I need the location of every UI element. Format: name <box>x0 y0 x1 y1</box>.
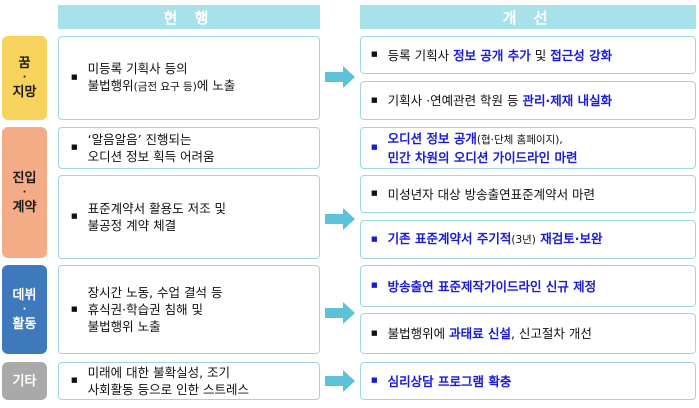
current-item-1-line2b: (금전 요구 등) <box>133 81 197 93</box>
bullet-icon: ■ <box>371 376 378 384</box>
improve-item-3-note: (협·단체 홈페이지), <box>476 134 563 146</box>
category-debut: 데뷔 · 활동 <box>2 265 47 354</box>
bullet-icon: ■ <box>371 143 378 151</box>
bullet-icon: ■ <box>371 234 378 243</box>
improve-item-1-text: 등록 기획사 <box>387 47 454 63</box>
bullet-icon: ■ <box>71 376 78 384</box>
improve-item-3: ■ 오디션 정보 공개(협·단체 홈페이지), 민간 차원의 오디션 가이드라인… <box>360 127 696 169</box>
improve-item-6-highlight: 방송출연 표준제작가이드라인 신규 제정 <box>387 278 597 294</box>
bullet-icon: ■ <box>371 189 378 197</box>
arrow-right-icon <box>325 370 355 392</box>
current-item-3-line2: 불공정 계약 체결 <box>87 218 177 233</box>
improve-item-4: ■ 미성년자 대상 방송출연표준계약서 마련 <box>360 175 696 213</box>
improve-item-6: ■ 방송출연 표준제작가이드라인 신규 제정 <box>360 265 696 307</box>
bullet-icon: ■ <box>71 304 78 313</box>
bullet-icon: ■ <box>71 212 78 220</box>
arrow-right-icon <box>325 66 355 88</box>
current-item-3: ■ 표준계약서 활용도 저조 및 불공정 계약 체결 <box>58 175 320 259</box>
improve-item-2-text: 기획사 ·연예관련 학원 등 <box>387 93 523 108</box>
improve-item-2: ■ 기획사 ·연예관련 학원 등 관리·제재 내실화 <box>360 81 696 120</box>
category-dream: 꿈 · 지망 <box>2 36 47 120</box>
improve-item-3-line2: 민간 차원의 오디션 가이드라인 마련 <box>387 150 578 165</box>
bullet-icon: ■ <box>371 281 378 289</box>
current-item-2-line1: ‘알음알음’ 진행되는 <box>87 132 192 147</box>
current-item-4-line2: 휴식권·학습권 침해 및 <box>87 302 204 317</box>
category-dream-line1: 꿈 <box>18 56 31 71</box>
current-item-5-line1: 미래에 대한 불확실성, 조기 <box>87 365 231 380</box>
header-current: 현 행 <box>58 5 320 29</box>
improve-item-7: ■ 불법행위에 과태료 신설, 신고절차 개선 <box>360 313 696 354</box>
improve-item-5-highlight-2: 재검토·보완 <box>535 231 603 246</box>
category-entry-sep: · <box>22 186 27 198</box>
category-entry-line1: 진입 <box>12 170 37 186</box>
arrow-right-icon <box>325 302 355 324</box>
improve-item-4-text: 미성년자 대상 방송출연표준계약서 마련 <box>387 186 596 202</box>
category-debut-sep: · <box>22 303 27 315</box>
bullet-icon: ■ <box>71 143 78 151</box>
improve-item-5: ■ 기존 표준계약서 주기적(3년) 재검토·보완 <box>360 220 696 259</box>
current-item-5-line2: 사회활동 등으로 인한 스트레스 <box>87 382 250 397</box>
improve-item-5-note: (3년) <box>511 234 536 246</box>
current-item-1: ■ 미등록 기획사 등의 불법행위(금전 요구 등)에 노출 <box>58 36 320 120</box>
current-item-4: ■ 장시간 노동, 수업 결석 등 휴식권·학습권 침해 및 불법행위 노출 <box>58 265 320 354</box>
improve-item-5-highlight-1: 기존 표준계약서 주기적 <box>387 231 512 246</box>
improve-item-8: ■ 심리상담 프로그램 확충 <box>360 362 696 400</box>
bullet-icon: ■ <box>71 73 78 81</box>
improve-item-1-highlight-1: 정보 공개 추가 <box>453 47 531 63</box>
bullet-icon: ■ <box>371 328 378 337</box>
current-item-3-line1: 표준계약서 활용도 저조 및 <box>87 201 227 216</box>
improve-item-1: ■ 등록 기획사 정보 공개 추가 및 접근성 강화 <box>360 36 696 74</box>
current-item-1-line2a: 불법행위 <box>87 78 134 93</box>
improve-item-7-text: 불법행위에 <box>387 326 450 341</box>
current-item-5: ■ 미래에 대한 불확실성, 조기 사회활동 등으로 인한 스트레스 <box>58 362 320 400</box>
category-entry: 진입 · 계약 <box>2 127 47 258</box>
current-item-1-line2c: 에 노출 <box>196 78 236 93</box>
category-etc-line1: 기타 <box>12 373 37 389</box>
bullet-icon: ■ <box>371 50 378 58</box>
current-item-4-line3: 불법행위 노출 <box>87 319 161 334</box>
category-dream-sep: · <box>22 72 27 83</box>
category-debut-line2: 활동 <box>12 316 37 332</box>
improve-item-7-tail: , 신고절차 개선 <box>510 326 592 341</box>
category-entry-line2: 계약 <box>12 199 37 215</box>
improve-item-1-conj: 및 <box>530 47 551 63</box>
header-improvement: 개 선 <box>360 5 696 29</box>
current-item-2-line2: 오디션 정보 획득 어려움 <box>87 149 215 164</box>
improve-item-8-highlight: 심리상담 프로그램 확충 <box>387 373 512 389</box>
current-item-1-line1: 미등록 기획사 등의 <box>87 61 188 76</box>
improve-item-3-highlight: 오디션 정보 공개 <box>387 131 477 146</box>
category-etc: 기타 <box>2 362 47 400</box>
current-item-2: ■ ‘알음알음’ 진행되는 오디션 정보 획득 어려움 <box>58 127 320 169</box>
bullet-icon: ■ <box>371 95 378 104</box>
current-item-4-line1: 장시간 노동, 수업 결석 등 <box>87 285 223 300</box>
arrow-right-icon <box>325 208 355 230</box>
category-debut-line1: 데뷔 <box>12 287 37 303</box>
category-dream-line2: 지망 <box>12 85 37 100</box>
improve-item-2-highlight: 관리·제재 내실화 <box>522 93 613 108</box>
improve-item-7-highlight: 과태료 신설 <box>449 326 511 341</box>
improve-item-1-highlight-2: 접근성 강화 <box>550 47 613 63</box>
